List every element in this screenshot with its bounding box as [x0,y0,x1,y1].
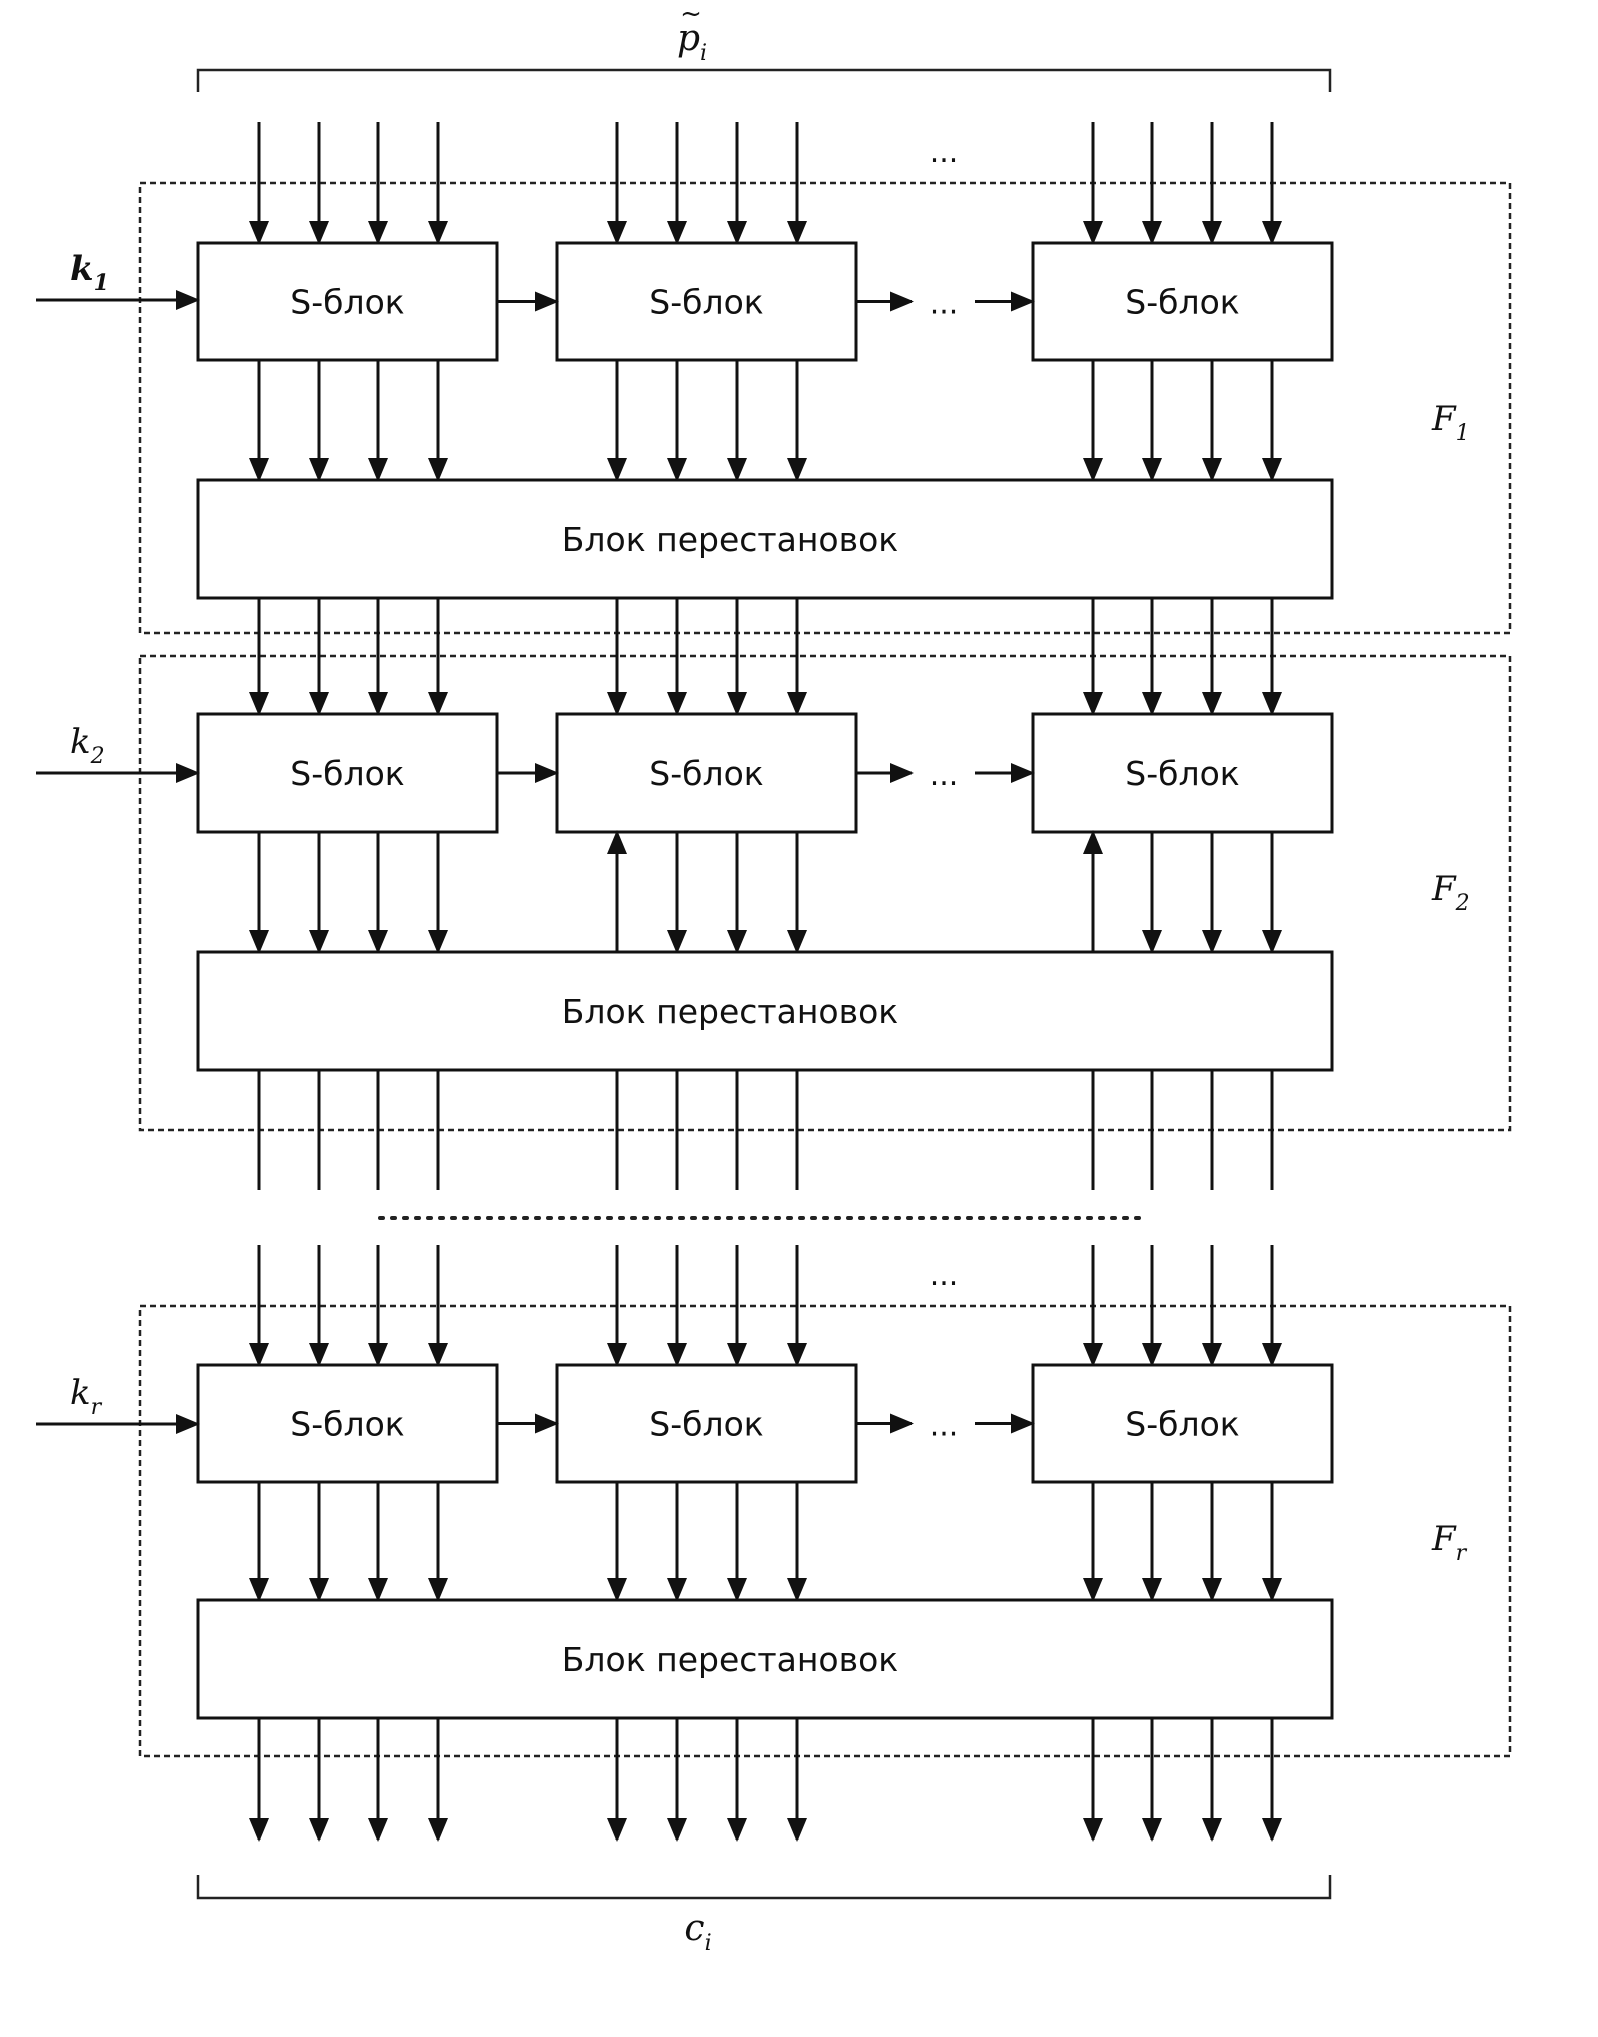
output-wires [249,1070,1282,1842]
s-box-label: S-блок [1125,754,1239,793]
chain-ellipsis: ... [930,1409,959,1444]
s-box-label: S-блок [649,283,763,322]
key-label-sub: 2 [90,744,105,769]
top-ellipsis: ... [930,135,959,170]
s-box [555,1363,858,1484]
s-box [196,1363,499,1484]
round-frame [138,654,1512,1132]
permutation-label: Блок перестановок [562,1640,898,1679]
permutation-block [196,950,1334,1072]
s-box-label: S-блок [1125,283,1239,322]
middle-ellipsis: ... [930,1258,959,1293]
permutation-block [196,478,1334,600]
output-brace [196,1875,1332,1900]
s-box-label: S-блок [1125,1405,1239,1444]
s-box-label: S-блок [649,754,763,793]
permutation-label: Блок перестановок [562,992,898,1031]
key-label: k2 [70,722,105,769]
chain-ellipsis: ... [930,758,959,793]
output-label-sub: i [705,1931,712,1956]
round-frame [138,181,1512,635]
round-function-sub: 2 [1455,891,1470,916]
key-label-sub: 1 [94,270,109,296]
round-function-label: Fr [1431,1519,1468,1566]
s-box-label: S-блок [290,283,404,322]
chain-ellipsis: ... [930,287,959,322]
s-box [1031,712,1334,834]
permutation-block [196,1598,1334,1720]
input-label-tilde: ~ [680,0,702,29]
s-box-label: S-блок [649,1405,763,1444]
round-function-sub: 1 [1456,421,1470,446]
s-box [1031,241,1334,362]
s-box-label: S-блок [290,1405,404,1444]
s-box [196,241,499,362]
s-box [1031,1363,1334,1484]
input-label: pi [677,18,707,66]
round-function-label: F2 [1431,869,1470,916]
key-label-sub: r [91,1395,103,1420]
round-function-sub: r [1456,1541,1468,1566]
key-label: k1 [70,249,109,296]
input-brace [196,68,1332,92]
input-label-sub: i [700,41,707,66]
s-box-label: S-блок [290,754,404,793]
round-function-label: F1 [1431,399,1470,446]
round-frame [138,1304,1512,1758]
key-label: kr [70,1373,103,1420]
permutation-label: Блок перестановок [562,520,898,559]
output-label: ci [684,1908,711,1956]
